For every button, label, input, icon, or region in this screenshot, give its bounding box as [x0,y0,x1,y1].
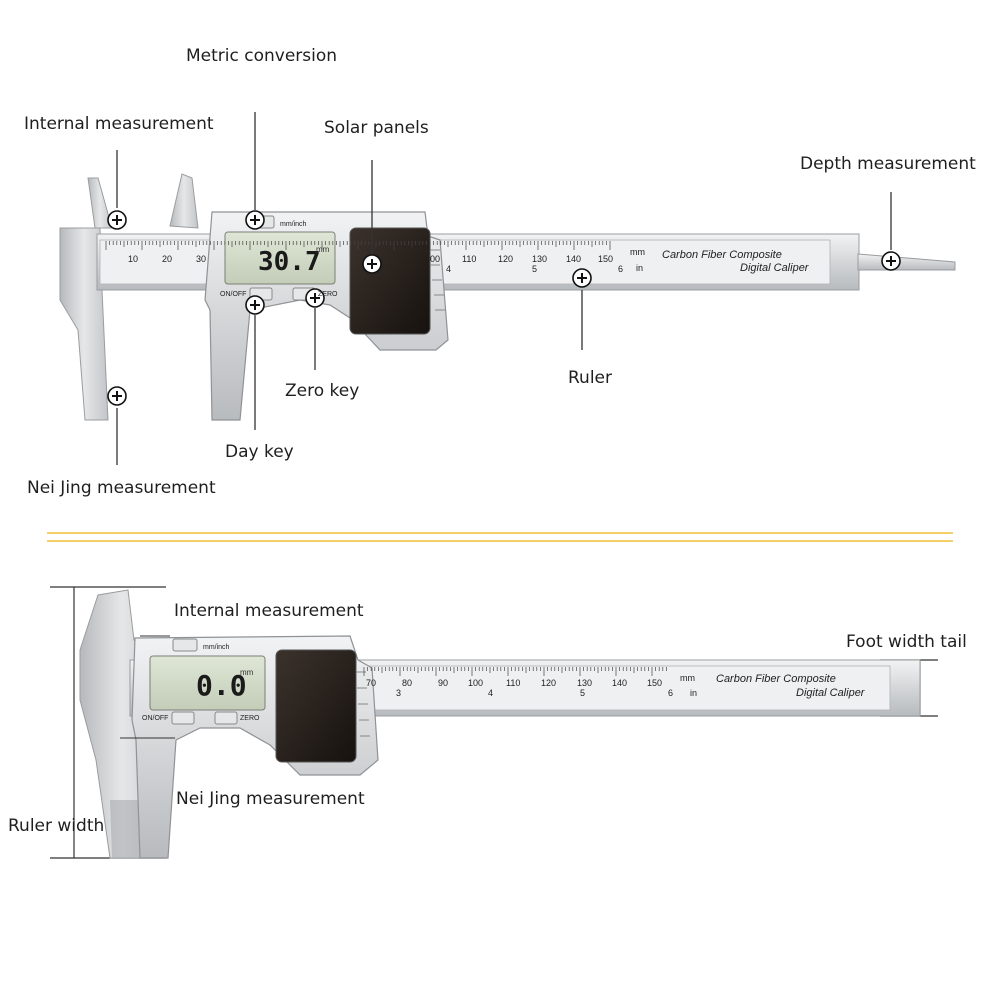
bottom-inch-scale-label: 4 [488,688,493,698]
target-marker-icon [362,254,382,274]
top-onoff-label: ON/OFF [220,291,246,298]
target-marker-icon [107,386,127,406]
top-solar-panel [349,227,431,335]
top-unit-mm: mm [630,247,645,257]
top-mm-scale-label: 120 [498,254,513,264]
bottom-zero-label: ZERO [240,715,260,722]
label-depth-measurement: Depth measurement [800,154,976,174]
label-foot-width-tail: Foot width tail [846,632,967,652]
top-mm-inch-label: mm/inch [280,221,307,228]
top-zero-label: ZERO [318,291,338,298]
top-display-unit: mm [316,245,330,254]
top-inch-scale-label: 5 [532,264,537,274]
bottom-inch-scale-label: 5 [580,688,585,698]
top-mm-scale-label: 20 [162,254,172,264]
target-marker-icon [881,251,901,271]
top-mm-scale-label: 10 [128,254,138,264]
bottom-mm-inch-label: mm/inch [203,644,230,651]
label-zero-key: Zero key [285,381,360,401]
bottom-mm-scale-label: 130 [577,678,592,688]
bottom-mm-scale-label: 140 [612,678,627,688]
bottom-display-value: 0.0 [196,669,247,702]
bottom-inch-scale-label: 3 [396,688,401,698]
top-mm-scale-label: 30 [196,254,206,264]
label-ruler: Ruler [568,368,612,388]
top-caliper [59,112,956,465]
label-bottom-internal-measurement: Internal measurement [174,601,364,621]
bottom-lcd [149,655,266,711]
bottom-unit-mm: mm [680,673,695,683]
bottom-solar-panel [275,649,357,763]
top-mm-scale-label: 110 [462,254,476,264]
bottom-caliper-text: 0.0 mm ON/OFF ZERO mm/inch mm in Carbon … [142,644,866,722]
bottom-mm-scale-label: 120 [541,678,556,688]
top-display-value: 30.7 [258,247,321,277]
label-bottom-nei-jing-measurement: Nei Jing measurement [176,789,365,809]
target-marker-icon [245,210,265,230]
bottom-mm-scale-label: 70 [366,678,376,688]
bottom-onoff-label: ON/OFF [142,715,168,722]
top-brand-line1: Carbon Fiber Composite [662,249,782,261]
bottom-display-unit: mm [240,668,254,677]
label-nei-jing-measurement: Nei Jing measurement [27,478,216,498]
label-ruler-width: Ruler width [8,816,105,836]
top-mm-scale-label: 150 [598,254,613,264]
top-mm-scale-label: 140 [566,254,581,264]
bottom-mm-scale-label: 100 [468,678,483,688]
bottom-brand-line1: Carbon Fiber Composite [716,673,836,685]
top-brand-line2: Digital Caliper [740,262,810,274]
top-inch-scale-label: 4 [446,264,451,274]
label-metric-conversion: Metric conversion [186,46,338,66]
bottom-zero-button[interactable] [214,711,238,725]
bottom-inch-scale-label: 6 [668,688,673,698]
bottom-mm-scale-label: 80 [402,678,412,688]
top-caliper-text: 30.7 mm ON/OFF ZERO mm/inch mm in Carbon… [128,221,810,298]
target-marker-icon [245,295,265,315]
top-unit-in: in [636,263,643,273]
target-marker-icon [305,288,325,308]
bottom-mm-scale-label: 90 [438,678,448,688]
bottom-mm-scale-label: 150 [647,678,662,688]
bottom-mm-inch-button[interactable] [172,638,198,652]
target-marker-icon [107,210,127,230]
label-day-key: Day key [225,442,294,462]
bottom-unit-in: in [690,688,697,698]
target-markers [107,210,901,406]
top-mm-scale-label: 00 [430,254,440,264]
top-mm-scale-label: 130 [532,254,547,264]
bottom-mm-scale-label: 110 [506,678,520,688]
top-inch-scale-label: 6 [618,264,623,274]
section-divider [47,532,953,542]
bottom-caliper [50,586,938,859]
target-marker-icon [572,268,592,288]
bottom-brand-line2: Digital Caliper [796,687,866,699]
label-solar-panels: Solar panels [324,118,429,138]
label-internal-measurement: Internal measurement [24,114,214,134]
top-depth-rod [857,253,956,271]
bottom-onoff-button[interactable] [171,711,195,725]
